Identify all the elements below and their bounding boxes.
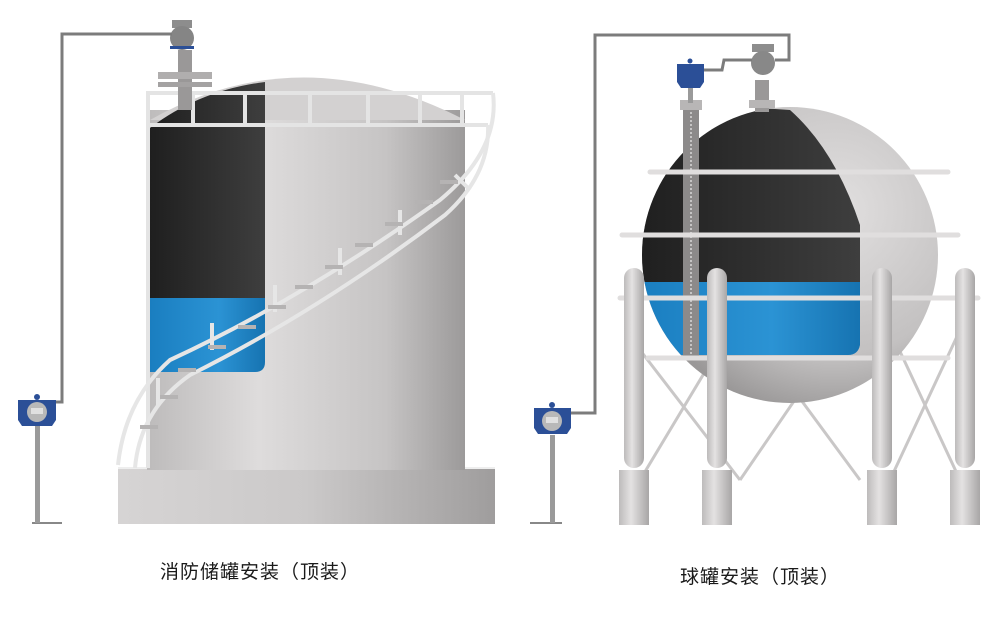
gas-detector xyxy=(18,394,62,524)
level-transmitter xyxy=(751,44,775,75)
liquid-level xyxy=(642,282,860,355)
cutaway-interior xyxy=(150,82,265,298)
spherical-tank-group xyxy=(530,33,981,525)
signal-pipe xyxy=(570,33,791,415)
gas-detector-top xyxy=(677,58,704,103)
support-legs xyxy=(619,268,980,525)
concrete-base xyxy=(118,468,495,524)
flange-nozzle xyxy=(178,50,192,110)
caption-cylindrical-tank: 消防储罐安装（顶装） xyxy=(160,561,361,583)
ring-railings xyxy=(617,169,981,361)
cylindrical-tank-group xyxy=(18,20,496,524)
level-transmitter xyxy=(170,20,194,50)
stair-treads xyxy=(140,180,458,429)
top-railing xyxy=(146,91,493,468)
signal-pipe xyxy=(704,58,752,72)
gas-detector xyxy=(530,402,571,524)
caption-spherical-tank: 球罐安装（顶装） xyxy=(680,566,841,588)
liquid-level xyxy=(150,298,265,372)
